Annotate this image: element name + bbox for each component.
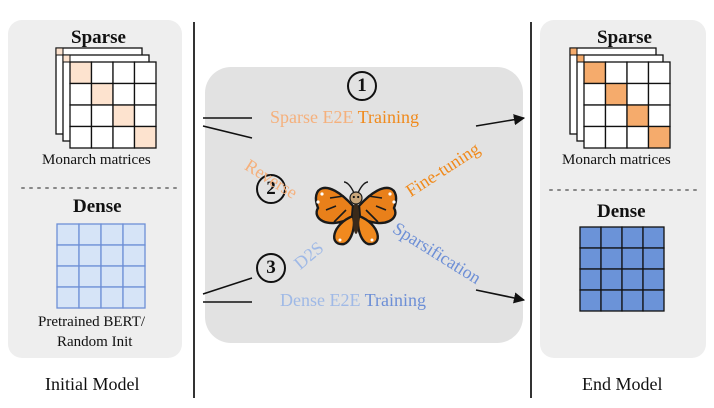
right-sparse-title: Sparse	[597, 27, 652, 48]
dense-cell	[100, 223, 124, 246]
matrix-cell	[90, 61, 114, 85]
matrix-cell	[133, 61, 157, 85]
dense-cell	[579, 247, 602, 270]
matrix-cell	[626, 82, 650, 106]
matrix-cell	[90, 104, 114, 128]
matrix-cell	[647, 125, 671, 149]
left-dense-title: Dense	[73, 196, 122, 217]
matrix-cell	[647, 104, 671, 128]
matrix-cell	[112, 125, 136, 149]
matrix-cell	[112, 82, 136, 106]
matrix-cell	[133, 82, 157, 106]
matrix-cell	[626, 125, 650, 149]
right-dense-title: Dense	[597, 201, 646, 222]
right-sparse-caption: Monarch matrices	[562, 152, 671, 168]
matrix-cell	[583, 104, 607, 128]
dense-cell	[642, 268, 665, 291]
matrix-cell	[626, 61, 650, 85]
dense-cell	[122, 244, 146, 267]
left-dense-grid	[56, 223, 146, 309]
matrix-cell	[626, 104, 650, 128]
matrix-cell	[69, 61, 93, 85]
dense-cell	[600, 247, 623, 270]
dense-cell	[579, 226, 602, 249]
dense-cell	[78, 286, 102, 309]
dense-cell	[78, 223, 102, 246]
matrix-cell	[583, 125, 607, 149]
matrix-cell	[604, 104, 628, 128]
dense-cell	[78, 265, 102, 288]
matrix-cell	[112, 104, 136, 128]
dense-cell	[642, 226, 665, 249]
matrix-cell	[69, 125, 93, 149]
dense-cell	[78, 244, 102, 267]
matrix-cell	[583, 61, 607, 85]
sparse-e2e-prefix: Sparse E2E	[270, 107, 354, 127]
arrow-top-left-diag	[202, 125, 253, 139]
left-footer: Initial Model	[45, 374, 140, 394]
dense-cell	[600, 268, 623, 291]
dense-cell	[100, 286, 124, 309]
matrix-cell	[604, 125, 628, 149]
matrix-cell	[69, 104, 93, 128]
dense-cell	[642, 247, 665, 270]
dense-cell	[100, 244, 124, 267]
dense-cell	[600, 289, 623, 312]
dense-cell	[56, 265, 80, 288]
matrix-back-cell	[62, 54, 71, 63]
right-footer: End Model	[582, 374, 663, 394]
dense-cell	[579, 268, 602, 291]
matrix-cell	[647, 61, 671, 85]
right-dense-grid	[579, 226, 665, 312]
right-monarch-matrices	[569, 47, 671, 149]
dense-cell	[579, 289, 602, 312]
matrix-cell	[90, 125, 114, 149]
dense-e2e-prefix: Dense E2E	[280, 290, 361, 310]
dense-cell	[100, 265, 124, 288]
matrix-cell	[583, 82, 607, 106]
left-dense-caption-line2: Random Init	[57, 334, 133, 350]
matrix-back-cell	[55, 47, 64, 56]
matrix-cell	[112, 61, 136, 85]
matrix-back-cell	[569, 47, 578, 56]
dense-cell	[56, 244, 80, 267]
left-sparse-title: Sparse	[71, 27, 126, 48]
dense-e2e-suffix: Training	[364, 290, 427, 310]
arrow-bottom-left-diag	[202, 277, 253, 295]
sparse-e2e-suffix: Training	[357, 107, 420, 127]
matrix-cell	[69, 82, 93, 106]
butterfly-icon	[314, 181, 398, 246]
matrix-cell	[647, 82, 671, 106]
dense-cell	[621, 289, 644, 312]
matrix-cell	[133, 104, 157, 128]
dense-cell	[56, 223, 80, 246]
left-monarch-matrices	[55, 47, 157, 149]
dense-cell	[621, 226, 644, 249]
step-2-circle: 2	[256, 174, 286, 204]
matrix-cell	[604, 82, 628, 106]
matrix-cell	[90, 82, 114, 106]
matrix-cell	[133, 125, 157, 149]
left-dense-caption-line1: Pretrained BERT/	[38, 314, 145, 330]
arrow-bottom-right	[475, 289, 526, 304]
dense-cell	[122, 265, 146, 288]
step-3-circle: 3	[256, 253, 286, 283]
matrix-cell	[604, 61, 628, 85]
dense-cell	[122, 223, 146, 246]
dense-cell	[642, 289, 665, 312]
arrow-top-right	[475, 114, 526, 127]
dense-cell	[56, 286, 80, 309]
dense-cell	[621, 268, 644, 291]
left-sparse-caption: Monarch matrices	[42, 152, 151, 168]
step-1-circle: 1	[347, 71, 377, 101]
dense-cell	[122, 286, 146, 309]
dense-cell	[621, 247, 644, 270]
dense-cell	[600, 226, 623, 249]
dense-e2e-training-label: Dense E2E Training	[280, 290, 426, 311]
matrix-back-cell	[576, 54, 585, 63]
sparse-e2e-training-label: Sparse E2E Training	[270, 107, 419, 128]
